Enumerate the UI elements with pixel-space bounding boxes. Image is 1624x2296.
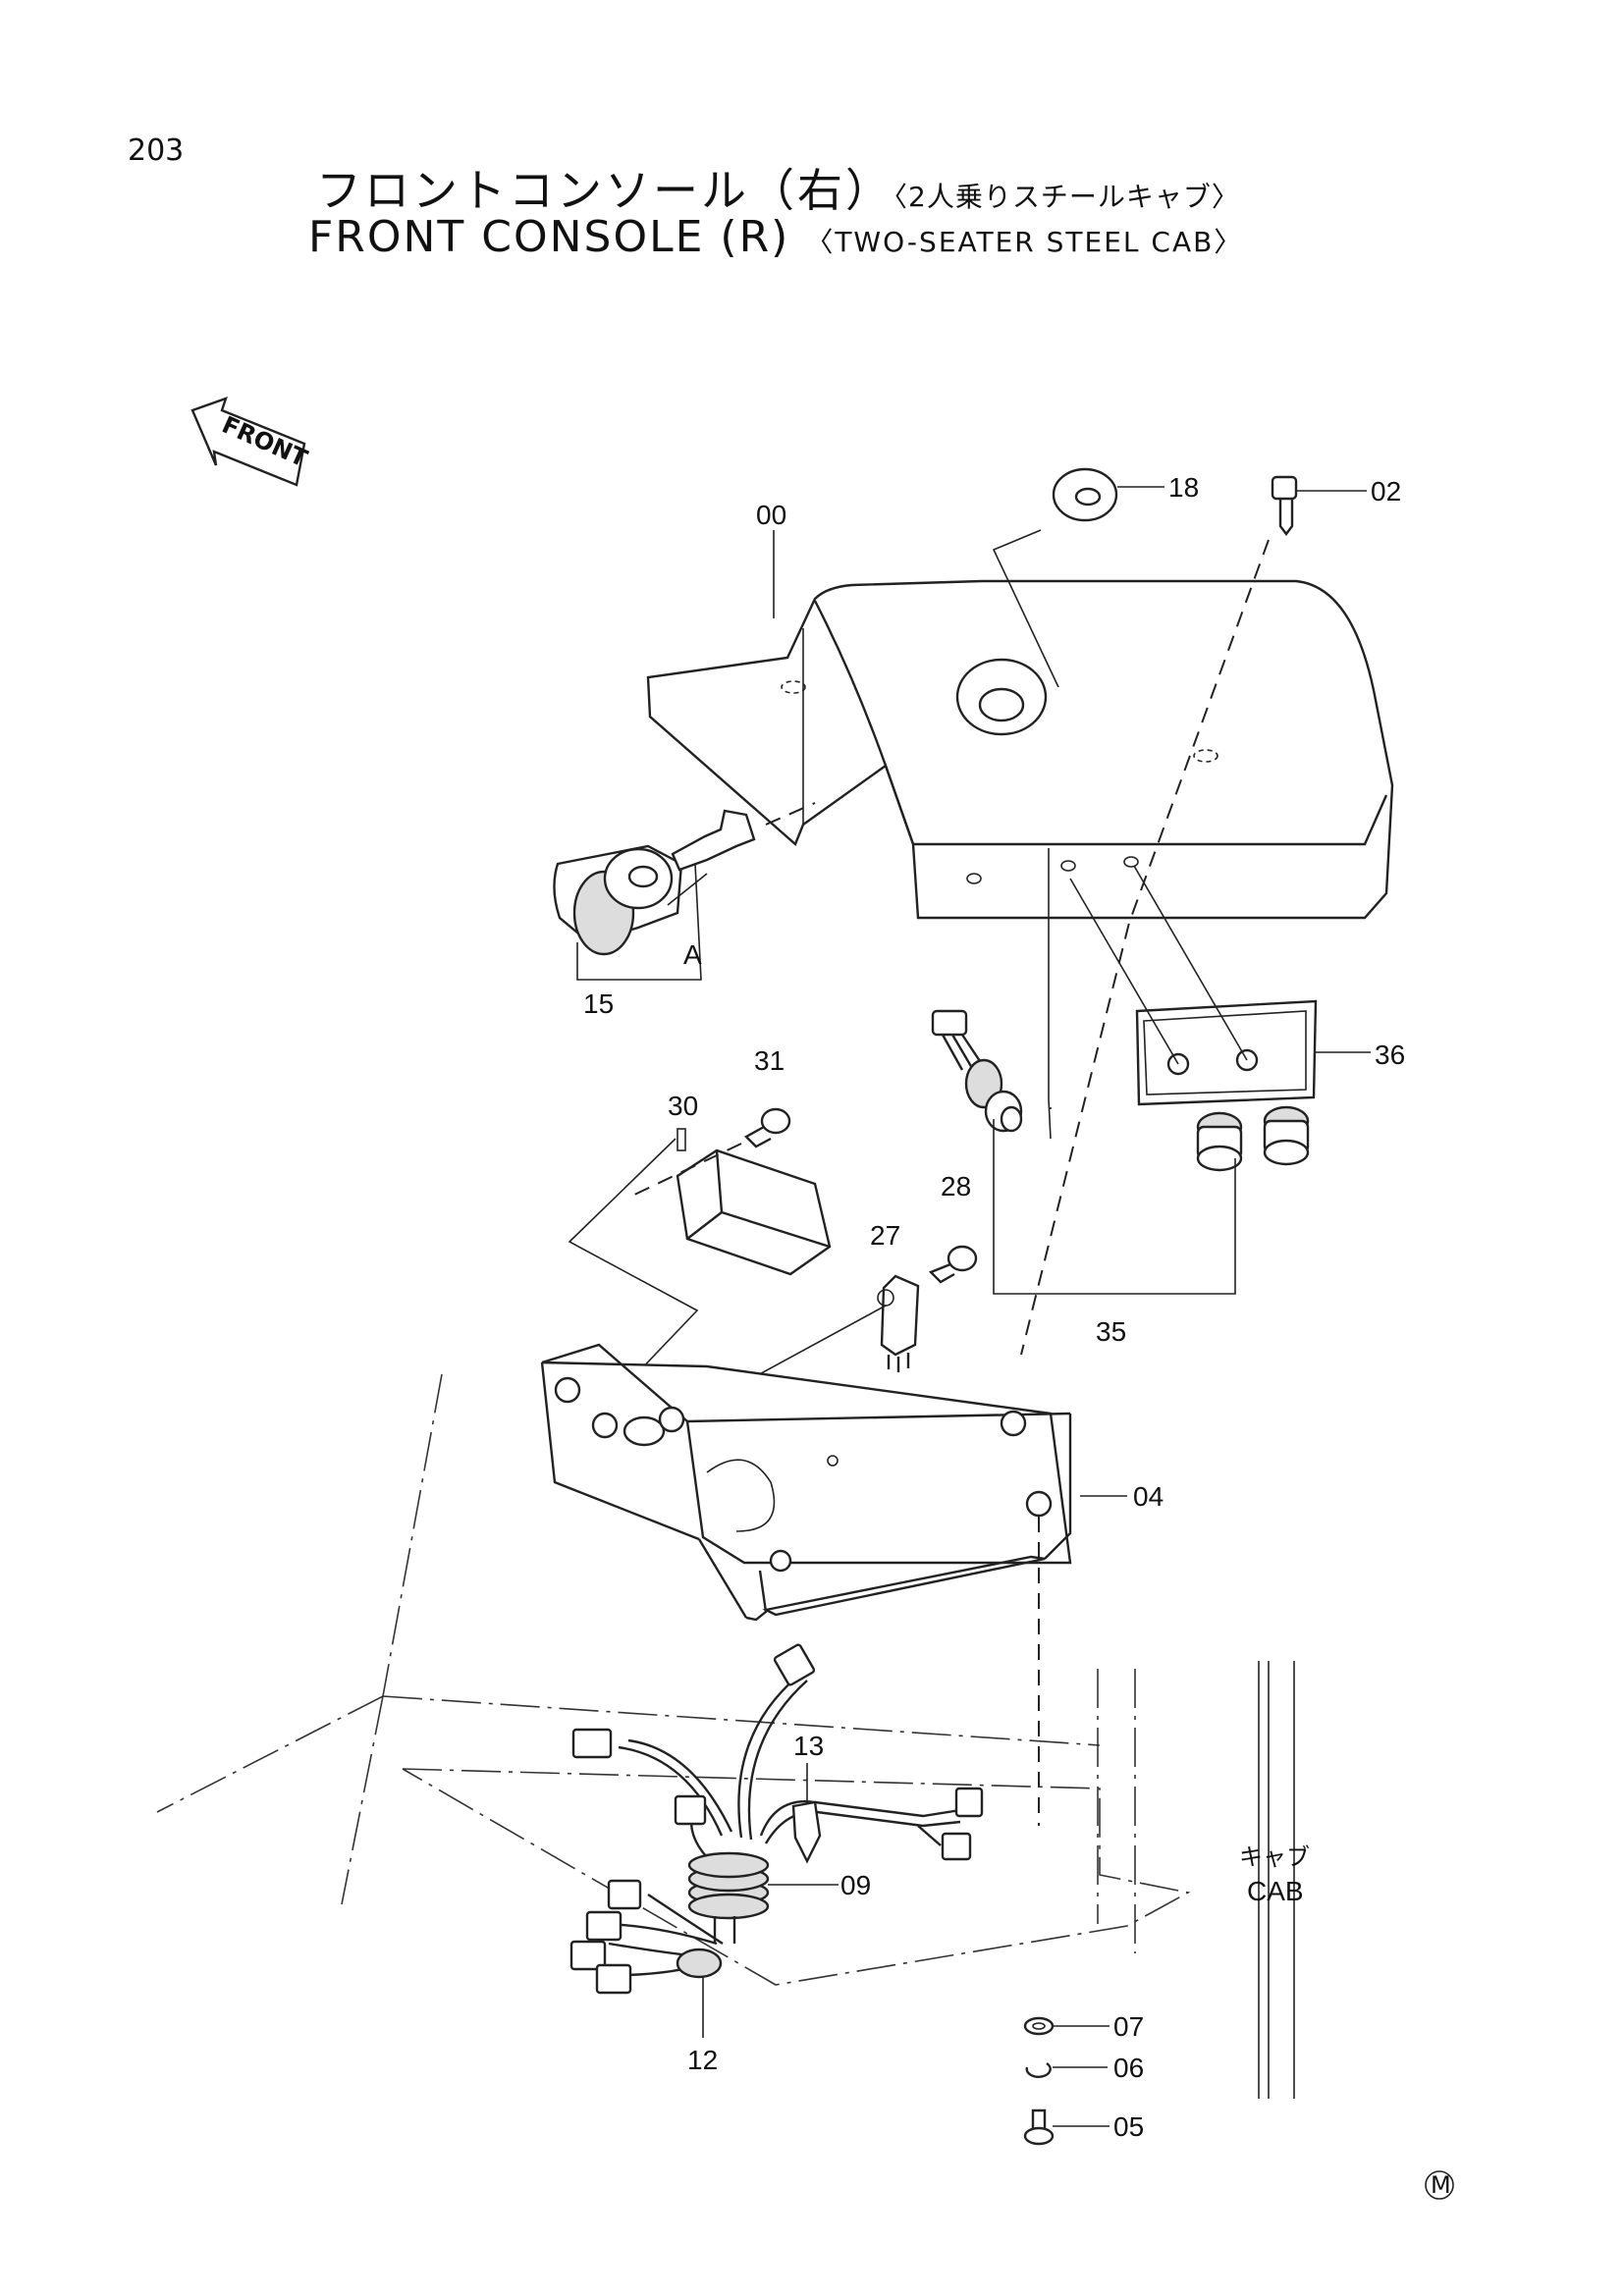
label-28: 28 — [941, 1171, 971, 1201]
switch-panel-36 — [1069, 865, 1318, 1172]
label-27: 27 — [870, 1220, 900, 1251]
washer-18 — [992, 467, 1118, 688]
label-ref-a: A — [683, 939, 702, 970]
label-30: 30 — [668, 1091, 698, 1121]
relay-27 — [686, 1245, 978, 1415]
bracket-04 — [540, 1343, 1127, 1826]
switch-35 — [931, 848, 1236, 1295]
label-07: 07 — [1113, 2011, 1144, 2042]
title-en-main: FRONT CONSOLE (R) — [308, 212, 790, 262]
wire-harness-12 — [569, 1643, 984, 2038]
part-labels: 00 02 04 05 06 07 09 12 13 15 18 27 28 3… — [583, 472, 1405, 2142]
bolt-set — [1023, 2016, 1110, 2146]
label-13: 13 — [793, 1731, 824, 1761]
cab-floor-outline — [156, 1373, 1295, 2099]
m-mark-label: M — [1431, 2171, 1451, 2199]
key-switch-15 — [553, 802, 816, 981]
label-12: 12 — [687, 2045, 718, 2075]
label-04: 04 — [1133, 1481, 1164, 1512]
label-00: 00 — [756, 500, 786, 530]
label-09: 09 — [840, 1870, 871, 1900]
label-35: 35 — [1096, 1316, 1126, 1347]
title-jp-sub: 〈2人乗りスチールキャブ〉 — [893, 181, 1240, 213]
m-mark: M — [1425, 2170, 1454, 2200]
label-15: 15 — [583, 988, 614, 1019]
label-cab-en: CAB — [1247, 1876, 1304, 1906]
label-18: 18 — [1168, 472, 1199, 503]
label-31: 31 — [754, 1045, 785, 1076]
label-06: 06 — [1113, 2053, 1144, 2083]
leader-lines — [773, 486, 1371, 1109]
label-05: 05 — [1113, 2111, 1144, 2142]
label-36: 36 — [1375, 1040, 1405, 1070]
front-arrow-icon: FRONT — [190, 397, 312, 487]
screw-02 — [1020, 475, 1298, 1356]
title-jp-main: フロントコンソール（右） — [316, 164, 893, 217]
title-english: FRONT CONSOLE (R) 〈TWO-SEATER STEEL CAB〉 — [308, 212, 1243, 262]
label-cab-jp: キャブ — [1239, 1843, 1310, 1871]
console-cover — [646, 579, 1394, 920]
front-label: FRONT — [218, 411, 312, 473]
title-en-sub: 〈TWO-SEATER STEEL CAB〉 — [805, 226, 1244, 258]
title-japanese: フロントコンソール（右）〈2人乗りスチールキャブ〉 — [316, 155, 1240, 220]
label-02: 02 — [1371, 476, 1401, 507]
page-number: 203 — [128, 133, 185, 168]
relay-30 — [568, 1107, 832, 1375]
